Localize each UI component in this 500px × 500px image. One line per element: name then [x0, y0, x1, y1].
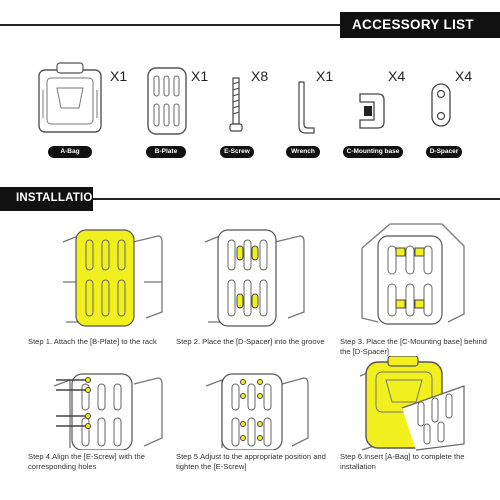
a-bag-qty: X1 — [110, 68, 128, 84]
c-mounting-base-label: C-Mounting base — [343, 146, 403, 158]
b-plate-label: B-Plate — [146, 146, 186, 158]
step-3-text: Step 3. Place the [C-Mounting base] behi… — [340, 337, 487, 356]
wrench-image — [294, 80, 318, 136]
wrench-label: Wrench — [286, 146, 320, 158]
step-5-image — [200, 368, 312, 455]
step-5-text: Step 5.Adjust to the appropriate positio… — [176, 452, 326, 471]
step-2-image — [200, 222, 310, 335]
header-rule — [0, 24, 340, 26]
wrench-qty: X1 — [316, 68, 334, 84]
c-mounting-base-qty: X4 — [388, 68, 406, 84]
d-spacer-image — [430, 82, 452, 128]
installation-header: INSTALLATION — [0, 187, 500, 211]
step-4-image — [48, 368, 168, 455]
header-bar — [340, 12, 500, 38]
step-2-text: Step 2. Place the [D-Spacer] into the gr… — [176, 337, 325, 346]
step-1-image — [58, 222, 168, 335]
step-4-text: Step 4.Align the [E-Screw] with the corr… — [28, 452, 145, 471]
d-spacer-label: D-Spacer — [426, 146, 462, 158]
e-screw-image — [229, 76, 243, 134]
step-1-text: Step 1. Attach the [B-Plate] to the rack — [28, 337, 157, 346]
installation-bar — [0, 187, 93, 211]
d-spacer-qty: X4 — [455, 68, 473, 84]
installation-title: INSTALLATION — [16, 192, 102, 204]
b-plate-qty: X1 — [191, 68, 209, 84]
installation-rule — [93, 198, 500, 200]
step-3-image — [356, 218, 468, 335]
accessory-list-title: ACCESSORY LIST — [352, 17, 474, 32]
b-plate-image — [146, 66, 188, 136]
step-6-image — [352, 355, 472, 457]
accessory-list-header: ACCESSORY LIST — [0, 12, 500, 38]
e-screw-label: E-Screw — [220, 146, 254, 158]
c-mounting-base-image — [356, 90, 386, 132]
e-screw-qty: X8 — [251, 68, 269, 84]
a-bag-image — [35, 60, 105, 138]
a-bag-label: A-Bag — [48, 146, 92, 158]
step-6-text: Step 6.Insert [A-Bag] to complete the in… — [340, 452, 465, 471]
